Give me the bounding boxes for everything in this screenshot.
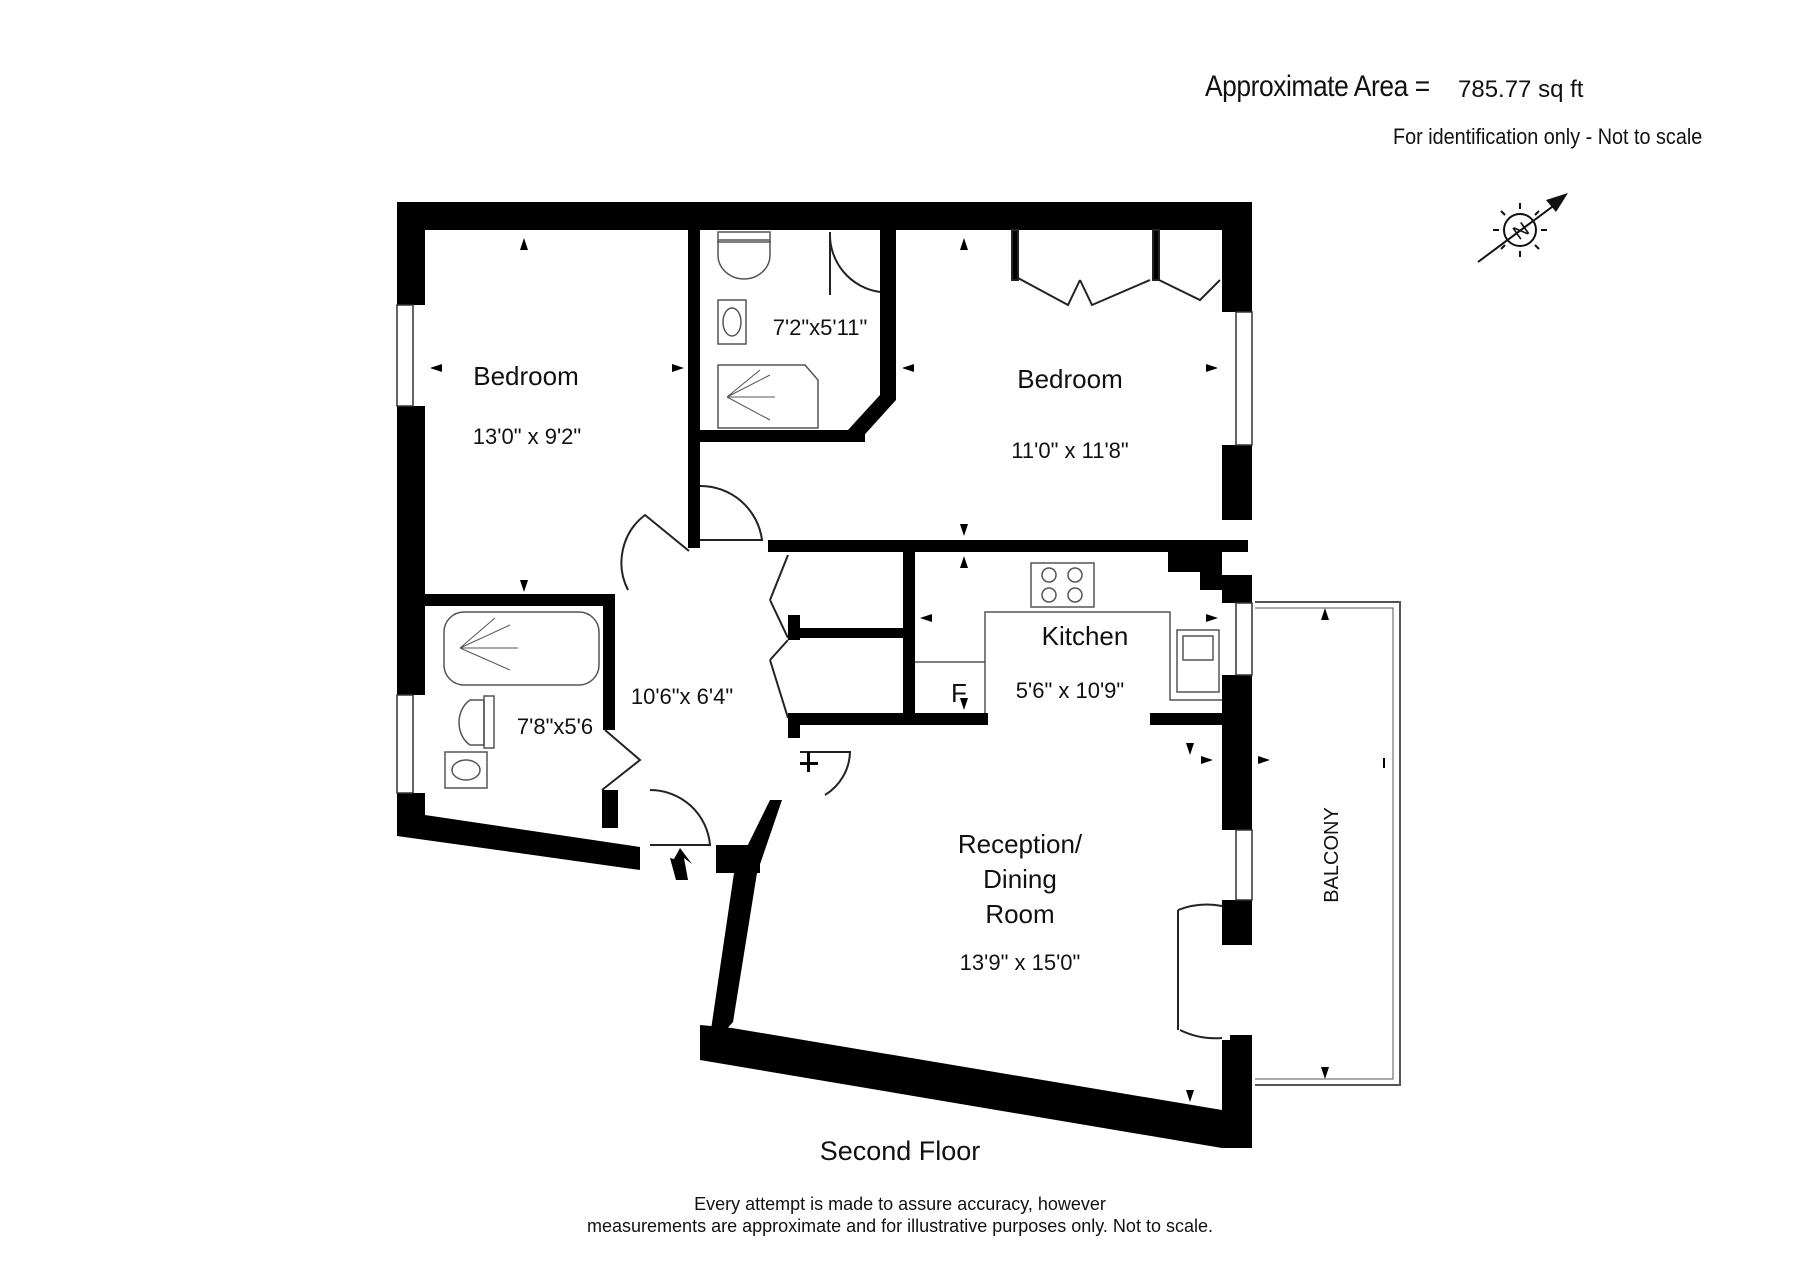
bedroom-left-size: 13'0" x 9'2"	[473, 424, 581, 449]
north-arrow-icon: N	[1477, 193, 1568, 263]
bedroom-left-name: Bedroom	[473, 361, 579, 391]
sink-icon	[1176, 629, 1220, 693]
kitchen-name: Kitchen	[1042, 621, 1129, 651]
basin-icon	[717, 299, 747, 345]
dimension-markers	[430, 238, 1385, 1102]
balcony-label: BALCONY	[1321, 807, 1343, 903]
fixtures	[443, 231, 1222, 789]
reception-size: 13'9" x 15'0"	[960, 950, 1081, 975]
floor-label: Second Floor	[820, 1136, 981, 1166]
bath-icon	[443, 611, 600, 686]
basin-icon	[444, 751, 488, 789]
ensuite-size: 7'2"x5'11"	[773, 315, 868, 340]
walls	[397, 202, 1252, 1148]
windows	[396, 304, 1253, 901]
identification-note: For identification only - Not to scale	[1393, 124, 1703, 149]
fridge-label: F	[951, 678, 967, 708]
reception-name-line2: Dining	[983, 864, 1057, 894]
hall-size: 10'6"x 6'4"	[631, 684, 733, 709]
balcony	[1255, 601, 1401, 1086]
bedroom-right-size: 11'0" x 11'8"	[1011, 438, 1128, 463]
shower-icon	[717, 364, 819, 429]
bedroom-right-name: Bedroom	[1017, 364, 1123, 394]
doors	[601, 231, 1223, 1040]
disclaimer: Every attempt is made to assure accuracy…	[450, 1193, 1350, 1237]
approximate-area-value: 785.77 sq ft	[1458, 76, 1584, 103]
toilet-icon	[717, 239, 771, 280]
approximate-area-label: Approximate Area =	[1205, 70, 1430, 103]
reception-name-line1: Reception/	[958, 829, 1083, 859]
reception-name-line3: Room	[985, 899, 1054, 929]
entrance-arrow-icon	[670, 848, 692, 880]
toilet-icon	[458, 699, 485, 746]
bathroom-size: 7'8"x5'6	[517, 714, 593, 739]
disclaimer-line-2: measurements are approximate and for ill…	[587, 1216, 1213, 1236]
kitchen-size: 5'6" x 10'9"	[1016, 678, 1124, 703]
disclaimer-line-1: Every attempt is made to assure accuracy…	[694, 1194, 1106, 1214]
wardrobe	[1011, 229, 1221, 307]
hob-icon	[1030, 562, 1095, 608]
